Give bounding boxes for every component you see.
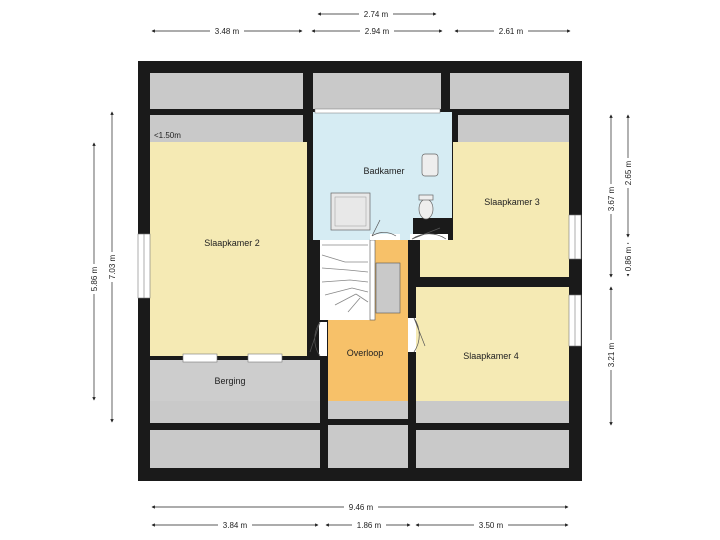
low-zone-top-mid: [313, 73, 441, 109]
stair-steps: [321, 244, 369, 313]
door-slaapkamer-4[interactable]: [408, 317, 426, 353]
sink: [421, 153, 439, 177]
low-zone-bottom-mid: [328, 425, 408, 468]
dim-top-right: 2.61 m: [499, 27, 524, 36]
dim-bottom-right: 3.50 m: [479, 521, 504, 530]
berging-door-right[interactable]: [247, 353, 283, 363]
label-low-ceiling: <1.50m: [154, 131, 181, 140]
dim-right-upper-outer: 2.65 m: [624, 160, 633, 185]
dim-bottom-middle: 1.86 m: [357, 521, 382, 530]
dim-bottom-total: 9.46 m: [349, 503, 374, 512]
low-zone-left-strip: [150, 115, 303, 142]
low-zone-top-left: [150, 73, 303, 109]
low-zone-top-right: [450, 73, 569, 109]
label-slaapkamer-2: Slaapkamer 2: [204, 238, 260, 248]
door-slaapkamer-2[interactable]: [309, 321, 327, 357]
dim-top-middle: 2.94 m: [365, 27, 390, 36]
low-zone-bottom-right-strip: [416, 401, 569, 423]
dim-right-upper-inner: 3.67 m: [607, 186, 616, 211]
low-zone-bottom-left-strip: [150, 401, 320, 423]
label-badkamer: Badkamer: [363, 166, 404, 176]
label-berging: Berging: [214, 376, 245, 386]
low-zone-bottom-left: [150, 430, 320, 468]
toilet: [418, 198, 434, 220]
dim-left-outer: 7.03 m: [108, 254, 117, 279]
dim-left-inner: 5.86 m: [90, 266, 99, 291]
room-berging[interactable]: [150, 360, 320, 401]
dim-top-left: 3.48 m: [215, 27, 240, 36]
window-badkamer: [314, 108, 441, 114]
dim-right-lower: 3.21 m: [607, 342, 616, 367]
room-slaapkamer-2[interactable]: [150, 142, 307, 356]
slaapkamer-3-ext: [420, 240, 460, 277]
label-slaapkamer-3: Slaapkamer 3: [484, 197, 540, 207]
room-slaapkamer-3[interactable]: [453, 142, 569, 277]
berging-door-left[interactable]: [182, 353, 218, 363]
shower-inner: [334, 196, 367, 227]
shower: [330, 192, 371, 231]
low-zone-right-strip: [458, 115, 569, 142]
dim-top-stair: 2.74 m: [364, 10, 389, 19]
low-zone-bottom-right: [416, 430, 569, 468]
stair-opening: [375, 262, 401, 314]
door-slaapkamer-3[interactable]: [410, 227, 448, 240]
room-slaapkamer-4[interactable]: [416, 287, 569, 401]
low-zone-bottom-mid-strip: [328, 401, 408, 419]
toilet-tank: [418, 194, 434, 201]
label-overloop: Overloop: [347, 348, 384, 358]
dim-right-gap: 0.86 m: [624, 246, 633, 271]
door-badkamer[interactable]: [370, 219, 400, 240]
label-slaapkamer-4: Slaapkamer 4: [463, 351, 519, 361]
dim-bottom-left: 3.84 m: [223, 521, 248, 530]
stair-rail: [369, 239, 376, 321]
